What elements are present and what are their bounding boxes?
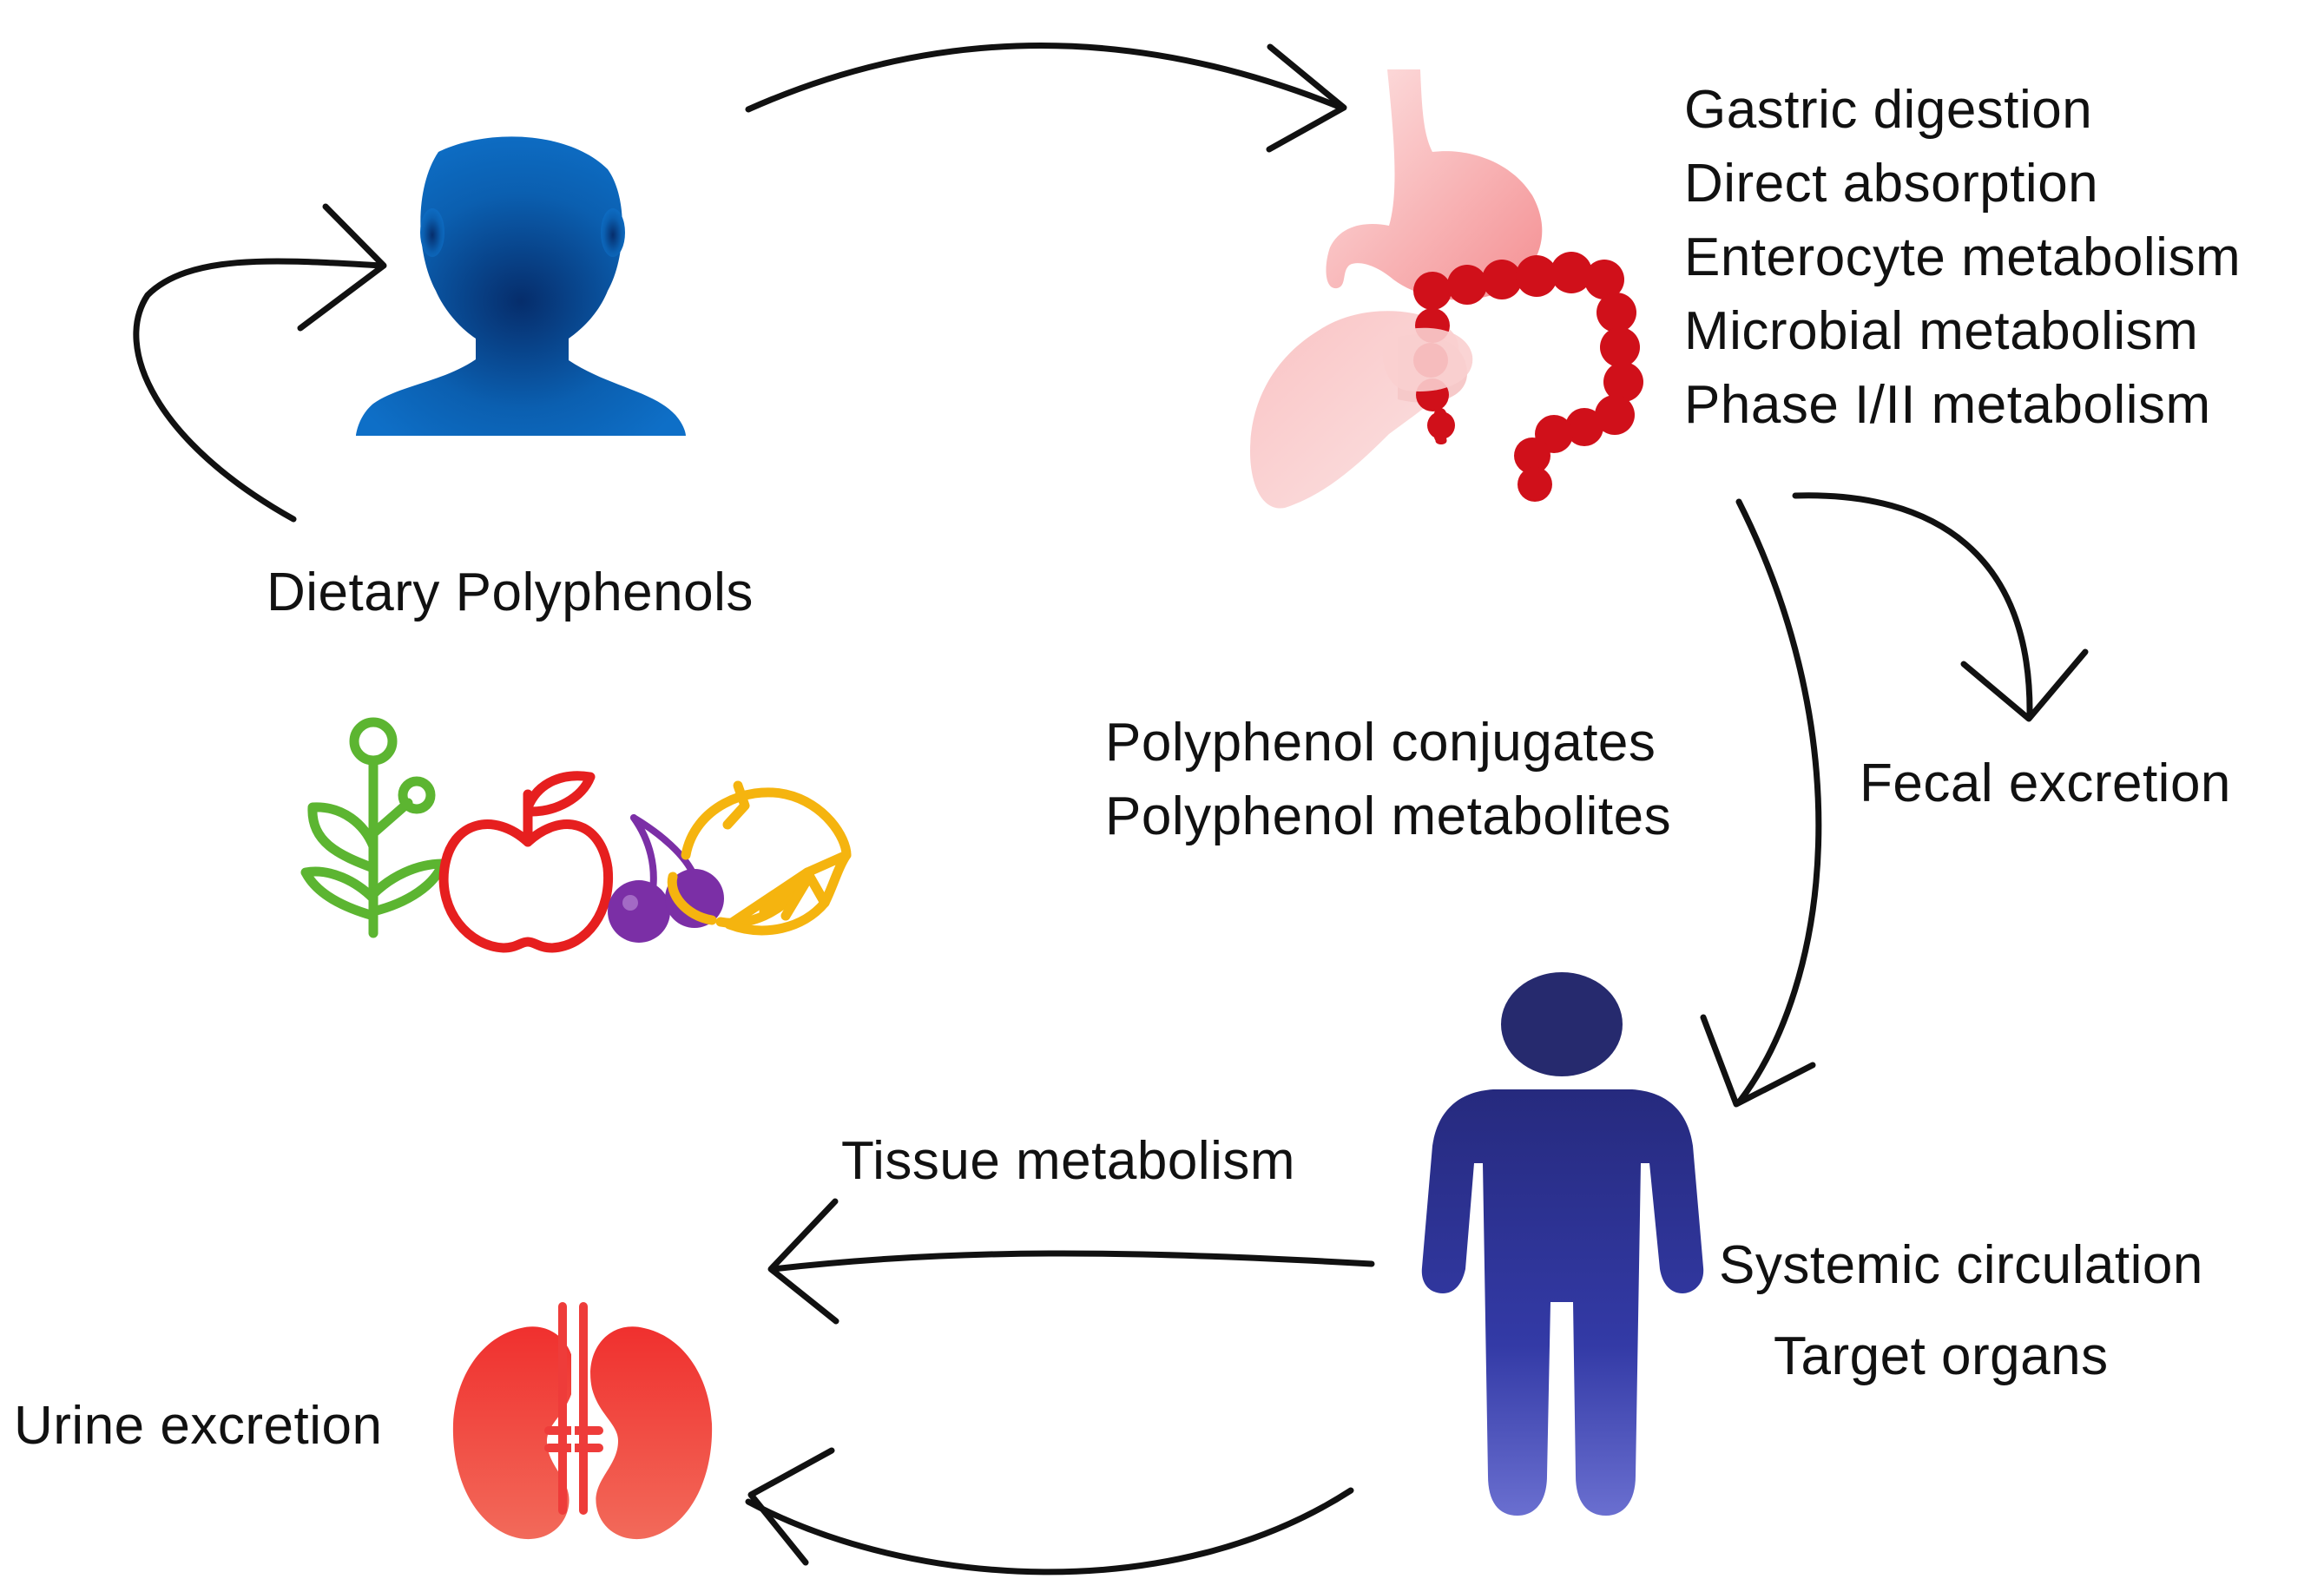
urine-excretion-label: Urine excretion: [14, 1396, 383, 1456]
cherries-icon: [608, 814, 724, 943]
dietary-polyphenols-label: Dietary Polyphenols: [267, 562, 754, 622]
polyphenol-output: Polyphenol metabolites: [1105, 786, 1672, 846]
arrow-loop-to-person: [133, 203, 387, 523]
orange-icon: [667, 780, 852, 936]
arrow-tissue-metabolism: [767, 1198, 1375, 1325]
digestion-step: Direct absorption: [1684, 154, 2099, 214]
plant-icon: [300, 717, 448, 938]
kidneys-icon: [452, 1302, 713, 1540]
polyphenol-output: Polyphenol conjugates: [1105, 713, 1656, 773]
arrow-to-fecal-excretion: [1792, 492, 2089, 722]
digestion-step: Enterocyte metabolism: [1684, 227, 2242, 287]
digestion-step: Gastric digestion: [1684, 80, 2093, 140]
apple-icon: [438, 771, 614, 953]
digestion-steps-list: Gastric digestion Direct absorption Ente…: [1684, 73, 2241, 442]
fecal-excretion-label: Fecal excretion: [1860, 753, 2231, 813]
arrow-to-digestion: [745, 43, 1347, 153]
stomach-shape: [1326, 69, 1543, 300]
digestion-step: Phase I/II metabolism: [1684, 375, 2211, 435]
target-organs-label: Target organs: [1774, 1326, 2109, 1386]
tissue-metabolism-label: Tissue metabolism: [841, 1131, 1296, 1191]
polyphenol-outputs-list: Polyphenol conjugates Polyphenol metabol…: [1105, 706, 1671, 853]
systemic-circulation-label: Systemic circulation: [1719, 1235, 2203, 1295]
digestive-system-icon: [1250, 69, 1643, 509]
digestion-step: Microbial metabolism: [1684, 301, 2199, 361]
arrow-to-systemic-circulation: [1700, 498, 1822, 1108]
user-icon: [356, 136, 686, 436]
standing-person-icon: [1421, 972, 1704, 1516]
arrow-to-urine-excretion: [745, 1447, 1354, 1576]
